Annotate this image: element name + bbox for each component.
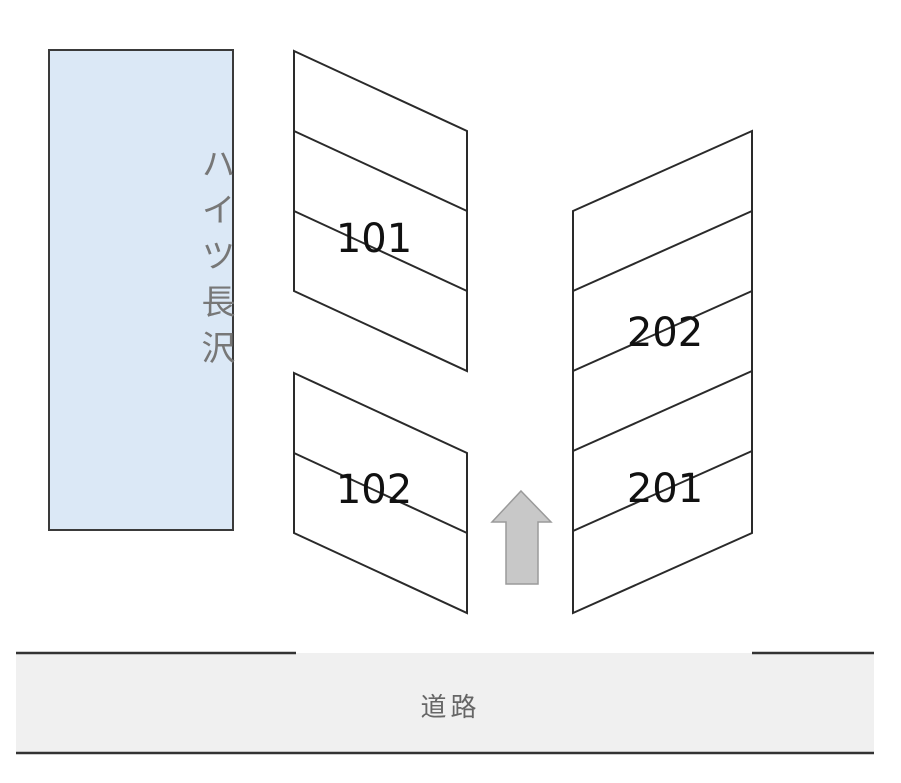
road-surface [16,653,874,753]
building-name: ハイツ長沢 [195,146,235,376]
slot-label-201: 201 [627,466,703,512]
apartment-building: ハイツ長沢 [48,49,235,531]
slot-label-102: 102 [336,467,412,513]
parking-block-right [572,129,753,615]
slot-label-101: 101 [336,216,412,262]
entrance-arrow-icon [490,489,553,585]
slot-label-202: 202 [627,310,703,356]
road-label: 道路 [420,693,481,723]
parking-block-101 [293,49,468,373]
parking-block-102 [293,371,468,615]
